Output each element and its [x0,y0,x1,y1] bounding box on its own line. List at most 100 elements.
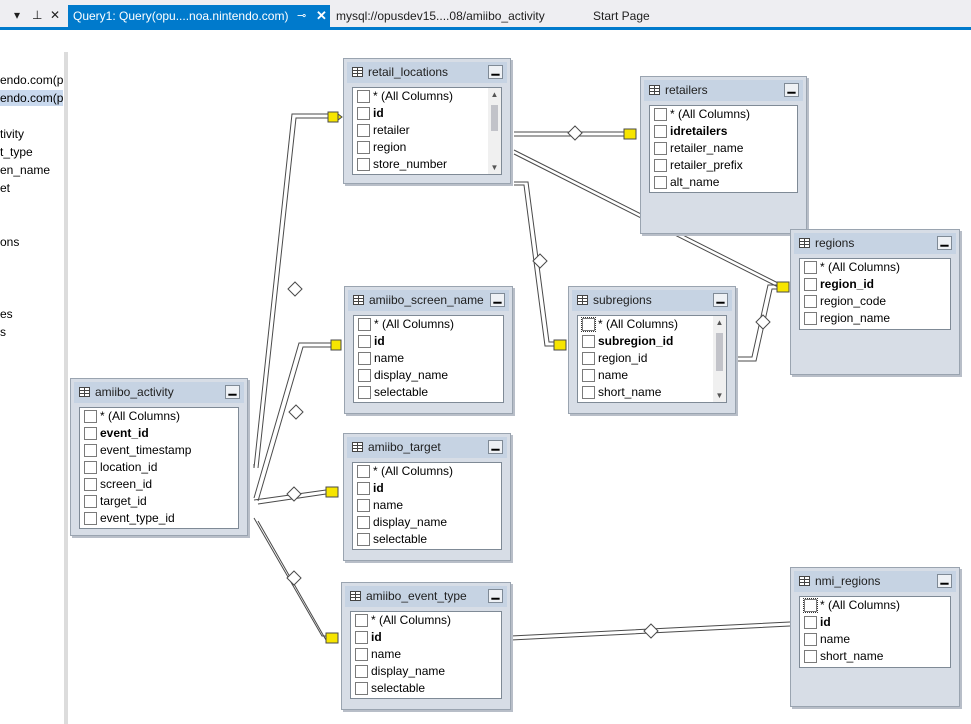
close-icon[interactable]: ✕ [50,8,61,22]
column-row[interactable]: event_id [80,425,238,442]
scroll-thumb[interactable] [491,105,498,131]
column-checkbox[interactable] [357,533,370,546]
column-checkbox[interactable] [357,107,370,120]
column-row[interactable]: * (All Columns) [800,259,950,276]
table-amiibo-event-type[interactable]: amiibo_event_type ▁ * (All Columns) id n… [341,582,511,710]
column-row[interactable]: retailer_name [650,140,797,157]
column-checkbox[interactable] [358,352,371,365]
column-checkbox[interactable] [654,108,667,121]
column-checkbox[interactable] [804,616,817,629]
column-row[interactable]: * (All Columns) [354,316,503,333]
column-checkbox[interactable] [804,261,817,274]
column-checkbox[interactable] [654,142,667,155]
column-checkbox[interactable] [581,317,596,332]
scroll-down-icon[interactable]: ▼ [490,163,499,172]
tree-item[interactable]: s [0,325,6,339]
column-row[interactable]: * (All Columns) [578,316,726,333]
table-header[interactable]: subregions ▁ [572,290,732,311]
column-row[interactable]: retailer [353,122,501,139]
panel-splitter[interactable] [64,52,68,724]
diagram-canvas[interactable]: retail_locations ▁ * (All Columns) id re… [68,30,971,724]
column-checkbox[interactable] [804,633,817,646]
tree-item-selected[interactable]: endo.com(p [0,90,64,106]
column-row[interactable]: name [578,367,726,384]
scrollbar[interactable]: ▲ ▼ [713,316,726,402]
column-row[interactable]: region_id [800,276,950,293]
pin-icon[interactable]: ⊥ [32,8,43,22]
table-regions[interactable]: regions ▁ * (All Columns) region_id regi… [790,229,960,375]
column-row[interactable]: display_name [353,514,501,531]
column-checkbox[interactable] [654,176,667,189]
column-row[interactable]: * (All Columns) [800,597,950,614]
column-checkbox[interactable] [355,665,368,678]
column-checkbox[interactable] [84,410,97,423]
column-checkbox[interactable] [804,278,817,291]
tab-mysql-connection[interactable]: mysql://opusdev15....08/amiibo_activity [336,9,545,23]
table-header[interactable]: amiibo_activity ▁ [74,382,244,403]
column-checkbox[interactable] [358,335,371,348]
column-checkbox[interactable] [358,318,371,331]
column-row[interactable]: screen_id [80,476,238,493]
column-row[interactable]: selectable [354,384,503,401]
column-checkbox[interactable] [84,512,97,525]
table-amiibo-target[interactable]: amiibo_target ▁ * (All Columns) id name … [343,433,511,561]
column-checkbox[interactable] [358,386,371,399]
minimize-button[interactable]: ▁ [488,589,503,603]
tab-start-page[interactable]: Start Page [593,9,650,23]
table-header[interactable]: retail_locations ▁ [347,62,507,83]
column-row[interactable]: region_code [800,293,950,310]
column-row[interactable]: id [351,629,501,646]
column-row[interactable]: retailer_prefix [650,157,797,174]
column-row[interactable]: id [354,333,503,350]
column-checkbox[interactable] [357,516,370,529]
column-row[interactable]: selectable [353,531,501,548]
tree-item[interactable]: et [0,181,11,195]
tree-item[interactable]: ons [0,235,20,249]
minimize-button[interactable]: ▁ [937,574,952,588]
minimize-button[interactable]: ▁ [784,83,799,97]
scroll-down-icon[interactable]: ▼ [715,391,724,400]
column-checkbox[interactable] [355,631,368,644]
column-checkbox[interactable] [355,648,368,661]
minimize-button[interactable]: ▁ [713,293,728,307]
column-checkbox[interactable] [355,614,368,627]
column-row[interactable]: idretailers [650,123,797,140]
table-header[interactable]: retailers ▁ [644,80,803,101]
table-nmi-regions[interactable]: nmi_regions ▁ * (All Columns) id name sh… [790,567,960,707]
column-checkbox[interactable] [654,159,667,172]
column-row[interactable]: display_name [351,663,501,680]
column-row[interactable]: * (All Columns) [650,106,797,123]
column-row[interactable]: region_name [800,310,950,327]
column-checkbox[interactable] [804,312,817,325]
column-row[interactable]: store_number [353,156,501,173]
pin-tab-icon[interactable]: ⊸ [297,10,307,22]
column-row[interactable]: event_type_id [80,510,238,527]
table-retail-locations[interactable]: retail_locations ▁ * (All Columns) id re… [343,58,511,184]
minimize-button[interactable]: ▁ [488,65,503,79]
tab-query1[interactable]: Query1: Query(opu....noa.nintendo.com) ⊸… [68,5,330,27]
close-tab-icon[interactable]: ✕ [316,8,327,23]
column-row[interactable]: * (All Columns) [351,612,501,629]
column-checkbox[interactable] [84,444,97,457]
column-row[interactable]: id [353,105,501,122]
column-row[interactable]: event_timestamp [80,442,238,459]
column-row[interactable]: name [800,631,950,648]
column-row[interactable]: id [353,480,501,497]
column-row[interactable]: * (All Columns) [353,463,501,480]
column-checkbox[interactable] [357,141,370,154]
column-checkbox[interactable] [803,598,818,613]
column-checkbox[interactable] [357,90,370,103]
tree-item[interactable]: endo.com(p [0,73,64,87]
column-checkbox[interactable] [357,499,370,512]
column-checkbox[interactable] [84,427,97,440]
column-checkbox[interactable] [654,125,667,138]
column-checkbox[interactable] [355,682,368,695]
table-header[interactable]: amiibo_event_type ▁ [345,586,507,607]
column-row[interactable]: name [354,350,503,367]
column-row[interactable]: id [800,614,950,631]
tree-item[interactable]: t_type [0,145,33,159]
column-row[interactable]: selectable [351,680,501,697]
column-row[interactable]: name [353,497,501,514]
table-subregions[interactable]: subregions ▁ * (All Columns) subregion_i… [568,286,736,414]
dropdown-icon[interactable]: ▾ [14,8,21,22]
